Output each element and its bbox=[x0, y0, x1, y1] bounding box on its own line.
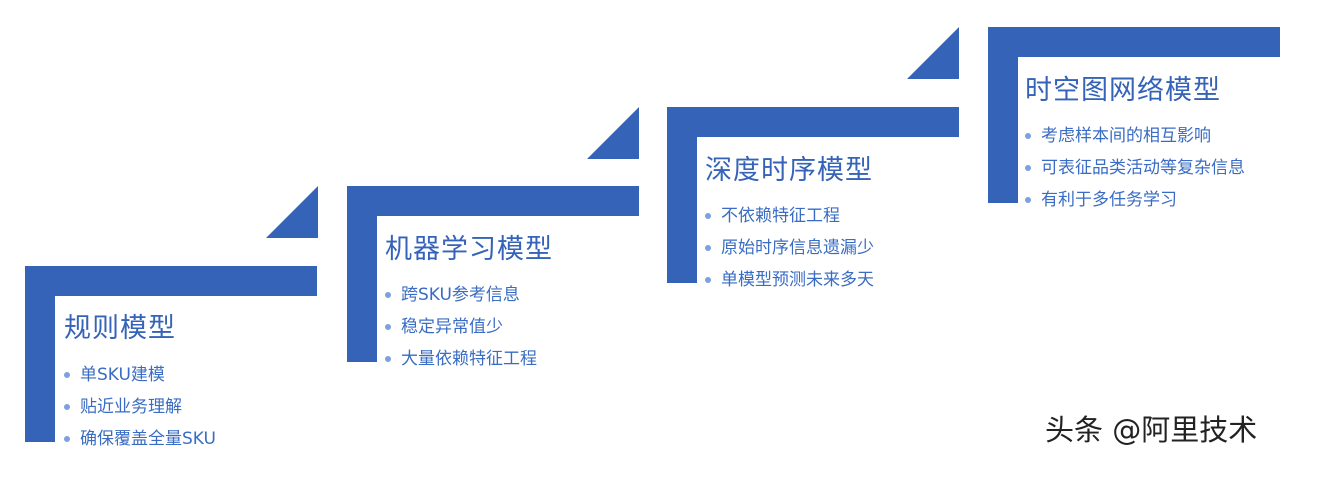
stage-1-bullet-2: 贴近业务理解 bbox=[64, 391, 216, 423]
stage-4-bullets: 考虑样本间的相互影响 可表征品类活动等复杂信息 有利于多任务学习 bbox=[1025, 120, 1245, 216]
stage-2-title: 机器学习模型 bbox=[385, 234, 553, 265]
stage-2-bullet-3: 大量依赖特征工程 bbox=[385, 343, 537, 375]
stage-1-title: 规则模型 bbox=[64, 313, 176, 344]
stage-1-top-bar bbox=[25, 266, 317, 296]
stage-2-arrow-triangle bbox=[587, 107, 639, 159]
stage-3-bullet-2: 原始时序信息遗漏少 bbox=[705, 232, 874, 264]
stage-3-side-bar bbox=[667, 107, 697, 283]
stage-4-bullet-1: 考虑样本间的相互影响 bbox=[1025, 120, 1245, 152]
stage-4-top-bar bbox=[988, 27, 1280, 57]
stage-4-bullet-3: 有利于多任务学习 bbox=[1025, 184, 1245, 216]
stage-1-side-bar bbox=[25, 266, 55, 442]
stage-3-title: 深度时序模型 bbox=[705, 155, 873, 186]
stage-2-bullets: 跨SKU参考信息 稳定异常值少 大量依赖特征工程 bbox=[385, 279, 537, 375]
stage-3-bullet-1: 不依赖特征工程 bbox=[705, 200, 874, 232]
stage-4-side-bar bbox=[988, 27, 1018, 203]
stage-4-bullet-2: 可表征品类活动等复杂信息 bbox=[1025, 152, 1245, 184]
stage-1-arrow-triangle bbox=[266, 186, 318, 238]
stage-1-bullets: 单SKU建模 贴近业务理解 确保覆盖全量SKU bbox=[64, 359, 216, 455]
stage-3-arrow-triangle bbox=[907, 27, 959, 79]
stage-2-bullet-1: 跨SKU参考信息 bbox=[385, 279, 537, 311]
stage-2-top-bar bbox=[347, 186, 639, 216]
stage-2-side-bar bbox=[347, 186, 377, 362]
stage-3-top-bar bbox=[667, 107, 959, 137]
stage-1-bullet-1: 单SKU建模 bbox=[64, 359, 216, 391]
stage-2-bullet-2: 稳定异常值少 bbox=[385, 311, 537, 343]
stage-1-bullet-3: 确保覆盖全量SKU bbox=[64, 423, 216, 455]
stage-4-title: 时空图网络模型 bbox=[1025, 75, 1221, 106]
watermark: 头条 @阿里技术 bbox=[1045, 413, 1258, 447]
stage-3-bullet-3: 单模型预测未来多天 bbox=[705, 264, 874, 296]
stage-3-bullets: 不依赖特征工程 原始时序信息遗漏少 单模型预测未来多天 bbox=[705, 200, 874, 296]
